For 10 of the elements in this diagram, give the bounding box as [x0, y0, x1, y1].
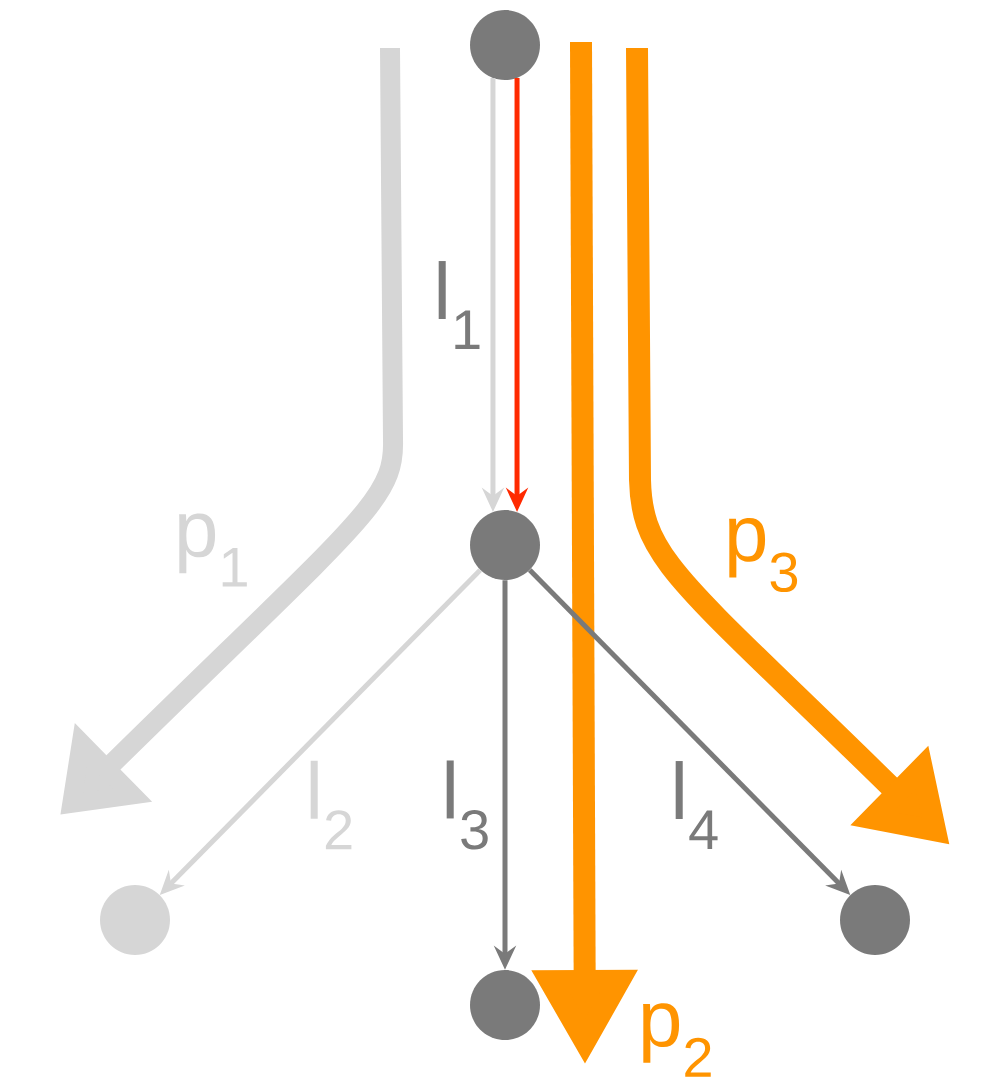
circle-node: [470, 10, 540, 80]
path-label: p$_{2}$: [643, 1003, 711, 1077]
circle-node: [470, 970, 540, 1040]
path-label: p$_{3}$: [729, 517, 798, 593]
circle-node: [840, 885, 910, 955]
circle-node: [470, 510, 540, 580]
edge-label: l$_{3}$: [446, 760, 488, 850]
circle-node: [100, 885, 170, 955]
edge-label: l$_{4}$: [675, 761, 718, 849]
edge-label: l$_{1}$: [438, 261, 480, 349]
